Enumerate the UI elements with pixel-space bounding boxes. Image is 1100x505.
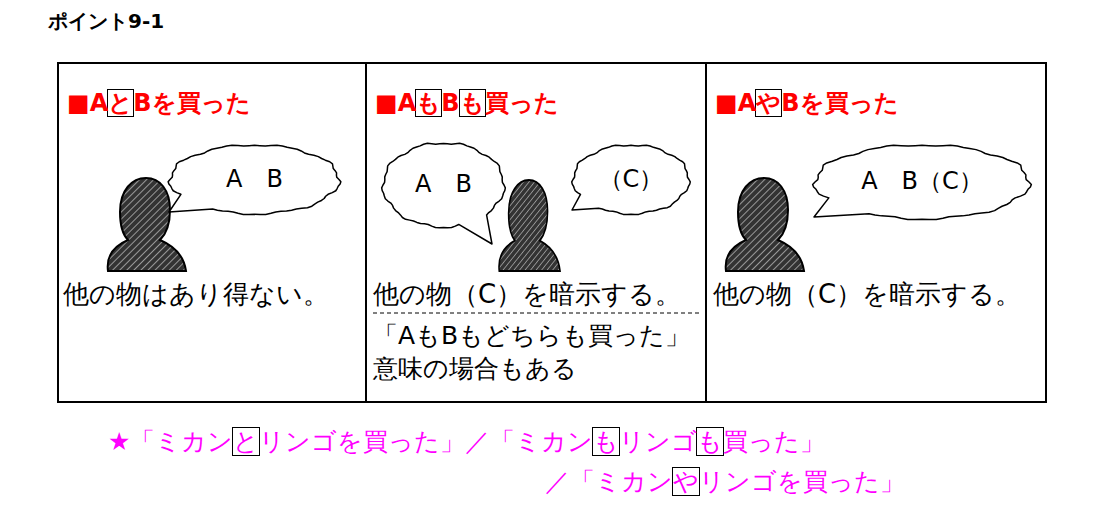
panel-note: 他の物（C）を暗示する。 [373,278,681,312]
panel-note: 他の物（C）を暗示する。 [713,278,1021,312]
example-sentence: ／「ミカンやリンゴを買った」 [545,466,905,499]
example-sentence: ★「ミカンとリンゴを買った」／「ミカンもリンゴも買った」 [108,426,825,459]
page-title: ポイント9-1 [48,8,164,35]
bubble-outline-path [168,145,341,214]
bubble-text: A B（C） [861,166,983,197]
comparison-panel: A B （C） ■AもBも買った他の物（C）を暗示する。「AもBもどちらも買った」 … [365,62,707,403]
speech-bubble: A B [167,142,342,217]
person-silhouette [726,178,804,271]
bubble-text: A B [415,169,472,200]
speech-bubble: A B [380,140,507,230]
comparison-panel: A B ■AとBを買った他の物はあり得ない。 [57,62,367,403]
divider-line [373,313,700,314]
person-silhouette [499,180,560,271]
panel-heading: ■AやBを買った [715,88,899,119]
comparison-panel: A B（C） ■AやBを買った他の物（C）を暗示する。 [705,62,1047,403]
speech-bubble: （C） [570,142,692,217]
bubble-text: （C） [599,164,664,195]
bubble-outline-path [813,145,1032,219]
panel-note: 「AもBもどちらも買った」 意味の場合もある [373,320,699,385]
panel-note: 他の物はあり得ない。 [63,278,329,312]
panel-heading: ■AとBを買った [67,88,251,119]
speech-bubble: A B（C） [812,142,1032,222]
bubble-outline-path [572,145,691,214]
bubble-outline-path [382,143,506,244]
panel-heading: ■AもBも買った [375,88,559,119]
bubble-text: A B [226,164,283,195]
